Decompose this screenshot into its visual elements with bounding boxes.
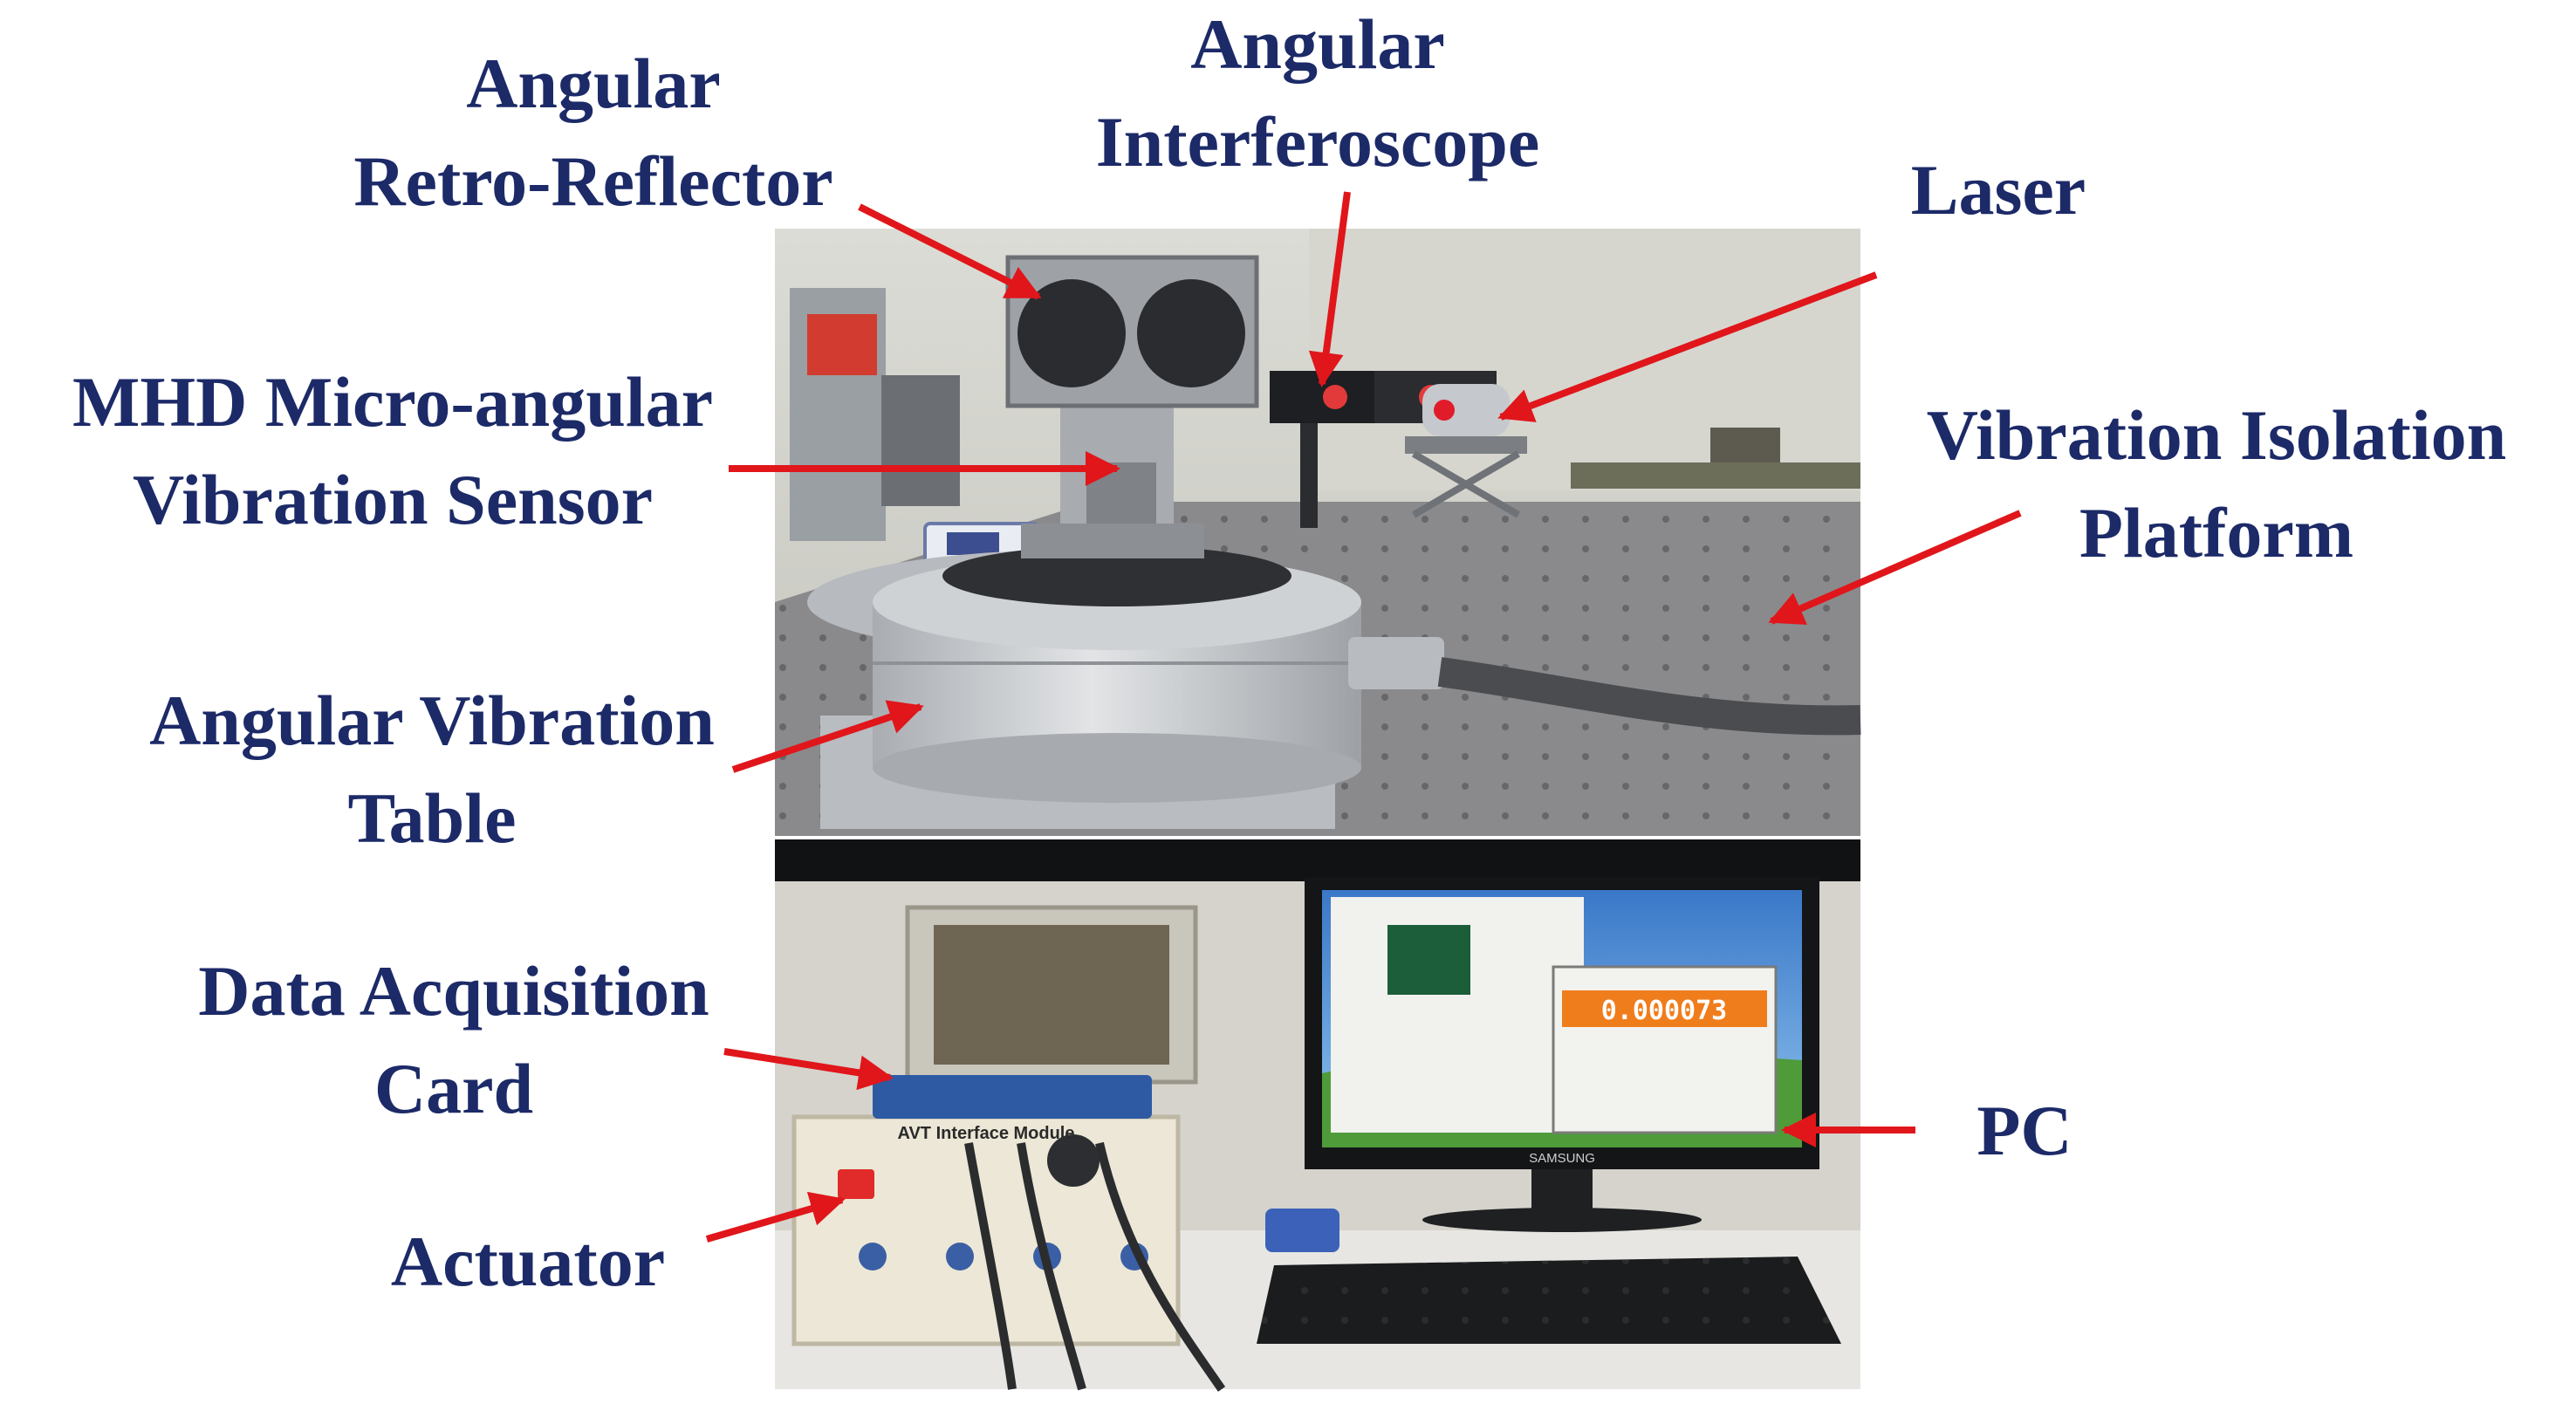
monitor-brand: SAMSUNG [1529,1151,1595,1166]
arrow-actuator [705,1191,846,1243]
arrow-retro-reflector [858,203,1042,300]
top-photo [775,229,1861,836]
label-angular-vibration-table: Angular Vibration Table [149,681,715,858]
arrow-interferoscope [1308,191,1351,387]
label-laser: Laser [1910,150,2086,229]
label-angular-interferoscope: Angular Interferoscope [1095,4,1540,181]
screen-readout: 0.000073 [1601,996,1728,1026]
label-actuator: Actuator [390,1222,666,1301]
arrow-vibration-table [731,700,924,773]
label-data-acquisition-card: Data Acquisition Card [198,951,709,1128]
interface-module-label: AVT Interface Module [898,1124,1075,1143]
label-pc: PC [1977,1091,2072,1170]
label-angular-retro-reflector: Angular Retro-Reflector [353,44,833,221]
label-mhd-sensor: MHD Micro-angular Vibration Sensor [72,362,714,539]
arrow-isolation-platform [1768,510,2022,625]
arrows [705,191,2022,1243]
label-vibration-isolation-platform: Vibration Isolation Platform [1926,395,2507,572]
arrow-laser [1497,271,1878,422]
arrow-daq-card [723,1048,894,1091]
bottom-photo [775,839,1860,1392]
